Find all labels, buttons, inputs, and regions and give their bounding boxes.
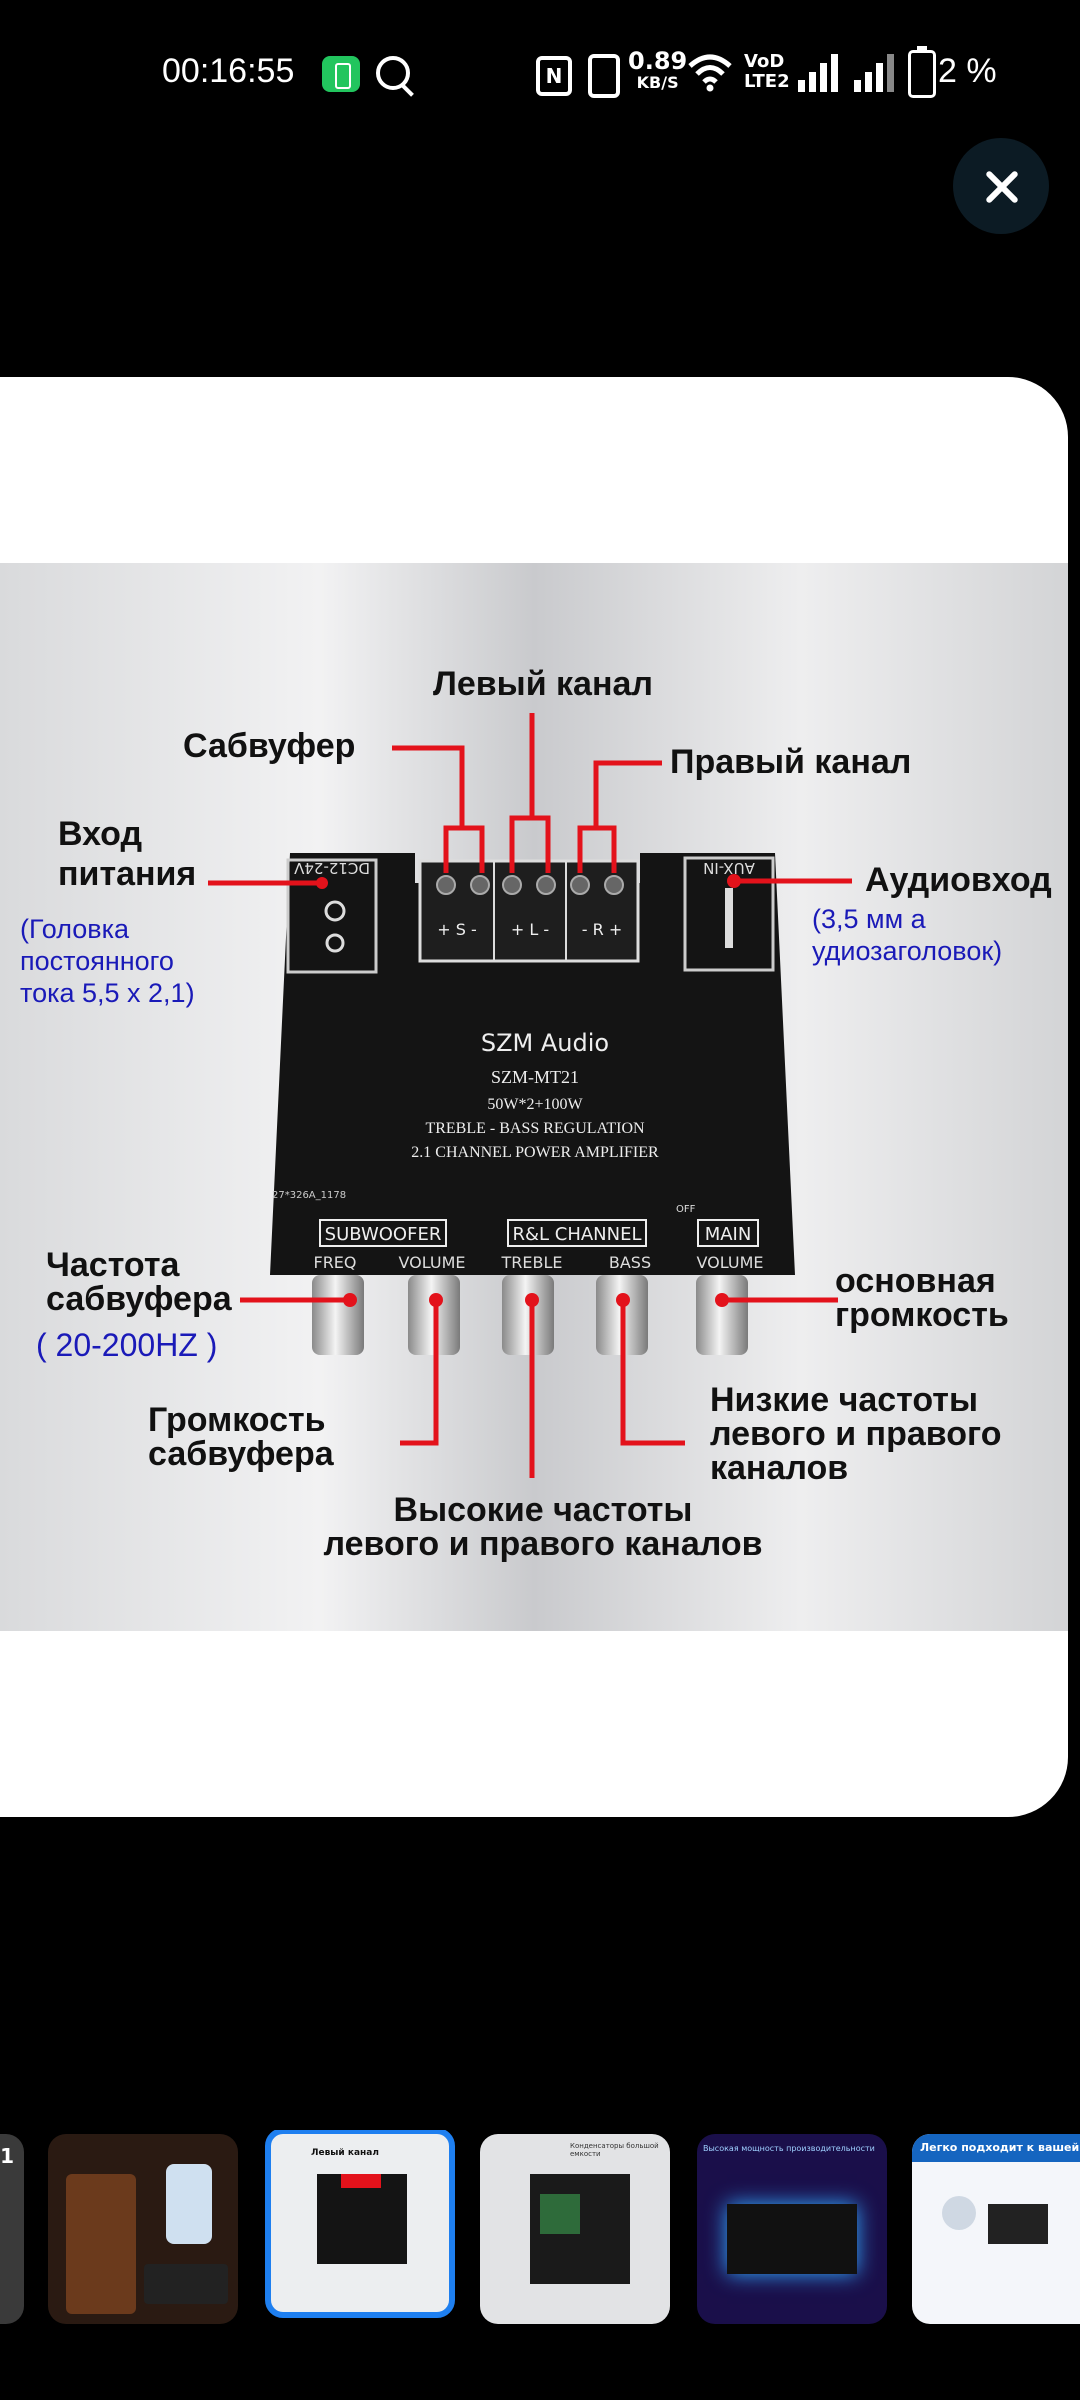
board-serial: 27*326A_1178 (272, 1190, 346, 1201)
label-sub-freq-2: сабвуфера (46, 1280, 233, 1318)
image-viewer-card[interactable]: DC12-24V AUX-IN + S - + L - - R + SZM Au… (0, 377, 1068, 1817)
bluetooth-icon (942, 2196, 976, 2230)
label-sub-volume-2: сабвуфера (148, 1435, 335, 1473)
label-main-volume-1: основная (835, 1262, 996, 1300)
label-left-channel: Левый канал (433, 665, 653, 703)
label-main-volume-2: громкость (835, 1296, 1009, 1334)
board-pointer-illustration (341, 2174, 381, 2188)
label-power-in-2: питания (58, 855, 196, 893)
label-power-in-1: Вход (58, 815, 142, 853)
label-sub-freq-1: Частота (46, 1246, 180, 1284)
network-speed: 0.89 KB/S (628, 47, 688, 94)
volte-indicator: VoD LTE2 (744, 52, 790, 92)
thumbnail-5-text: Высокая мощность производительности (703, 2144, 875, 2153)
volume-label: VOLUME (399, 1253, 466, 1272)
label-power-note-3: тока 5,5 x 2,1) (20, 978, 195, 1008)
bass-label: BASS (609, 1253, 651, 1272)
terminal-l: + L - (511, 920, 549, 939)
board-line1: TREBLE - BASS REGULATION (425, 1120, 645, 1137)
amplifier-illustration (144, 2264, 228, 2304)
thumbnail-4[interactable]: Конденсаторы большой емкости (480, 2134, 670, 2324)
speaker-illustration (66, 2174, 136, 2314)
label-subwoofer: Сабвуфер (183, 727, 355, 765)
network-speed-unit: KB/S (636, 73, 679, 92)
label-sub-freq-range: ( 20-200HZ ) (36, 1327, 217, 1363)
board-model: SZM-MT21 (491, 1067, 579, 1087)
clock: 00:16:55 (162, 52, 295, 90)
amplifier-illustration (988, 2204, 1048, 2244)
main-volume-label: VOLUME (697, 1253, 764, 1272)
thumbnail-2[interactable] (48, 2134, 238, 2324)
label-power-note-2: постоянного (20, 946, 174, 976)
label-treble-2: левого и правого каналов (323, 1525, 762, 1563)
board-brand: SZM Audio (481, 1029, 609, 1057)
label-audio-note-2: удиозаголовок) (812, 936, 1002, 966)
phone-illustration (166, 2164, 212, 2244)
thumbnail-1-text: 21 (0, 2144, 14, 2168)
label-treble-1: Высокие частоты (394, 1491, 693, 1529)
signal-icon (798, 54, 838, 92)
battery-icon (908, 46, 936, 98)
product-image[interactable]: DC12-24V AUX-IN + S - + L - - R + SZM Au… (0, 563, 1068, 1631)
thumbnail-3[interactable]: Левый канал (265, 2130, 455, 2318)
terminal-r: - R + (582, 920, 622, 939)
freq-label: FREQ (313, 1253, 356, 1272)
signal-icon (854, 54, 894, 92)
thumbnail-1[interactable]: 21 (0, 2134, 24, 2324)
thumbnail-6[interactable]: Легко подходит к вашей аудиосистеме (912, 2134, 1080, 2324)
board-illustration (317, 2174, 407, 2264)
vibrate-icon (588, 54, 620, 98)
thumbnail-strip[interactable]: 21 Левый канал Конденсаторы большой емко… (0, 2130, 1080, 2330)
volte-line2: LTE2 (744, 71, 790, 92)
network-speed-value: 0.89 (628, 47, 688, 75)
board-power: 50W*2+100W (487, 1096, 583, 1113)
treble-label: TREBLE (501, 1253, 563, 1272)
thumbnail-6-header (912, 2134, 1080, 2162)
label-right-channel: Правый канал (670, 743, 911, 781)
main-box: MAIN (705, 1224, 752, 1245)
battery-percent: 2 % (938, 52, 997, 90)
label-sub-volume-1: Громкость (148, 1401, 326, 1439)
volte-line1: VoD (744, 51, 785, 72)
label-audio-note-1: (3,5 мм а (812, 904, 927, 934)
capacitor-illustration (540, 2194, 580, 2234)
label-bass-3: каналов (710, 1449, 848, 1487)
label-power-note-1: (Головка (20, 914, 130, 944)
thumbnail-5[interactable]: Высокая мощность производительности (697, 2134, 887, 2324)
thumbnail-6-text: Легко подходит к вашей аудиосистеме (920, 2141, 1080, 2154)
terminal-s: + S - (437, 920, 477, 939)
thumbnail-4-text: Конденсаторы большой емкости (570, 2142, 659, 2158)
label-bass-1: Низкие частоты (710, 1381, 978, 1419)
board-off: OFF (676, 1204, 696, 1215)
aux-label: AUX-IN (703, 859, 755, 877)
rl-channel-box: R&L CHANNEL (512, 1224, 641, 1245)
board-line2: 2.1 CHANNEL POWER AMPLIFIER (411, 1144, 659, 1161)
charging-icon (322, 56, 360, 92)
label-audio-in: Аудиовход (865, 861, 1052, 899)
status-bar: 00:16:55 N 0.89 KB/S VoD LTE2 2 % (0, 0, 1080, 145)
label-bass-2: левого и правого (710, 1415, 1001, 1453)
subwoofer-box: SUBWOOFER (325, 1224, 442, 1245)
close-button[interactable] (953, 138, 1049, 234)
dc-label: DC12-24V (293, 859, 370, 877)
board-illustration (727, 2204, 857, 2274)
thumbnail-3-text: Левый канал (311, 2148, 379, 2158)
nfc-icon: N (536, 56, 572, 96)
search-icon (376, 56, 410, 90)
wifi-icon (688, 54, 732, 92)
